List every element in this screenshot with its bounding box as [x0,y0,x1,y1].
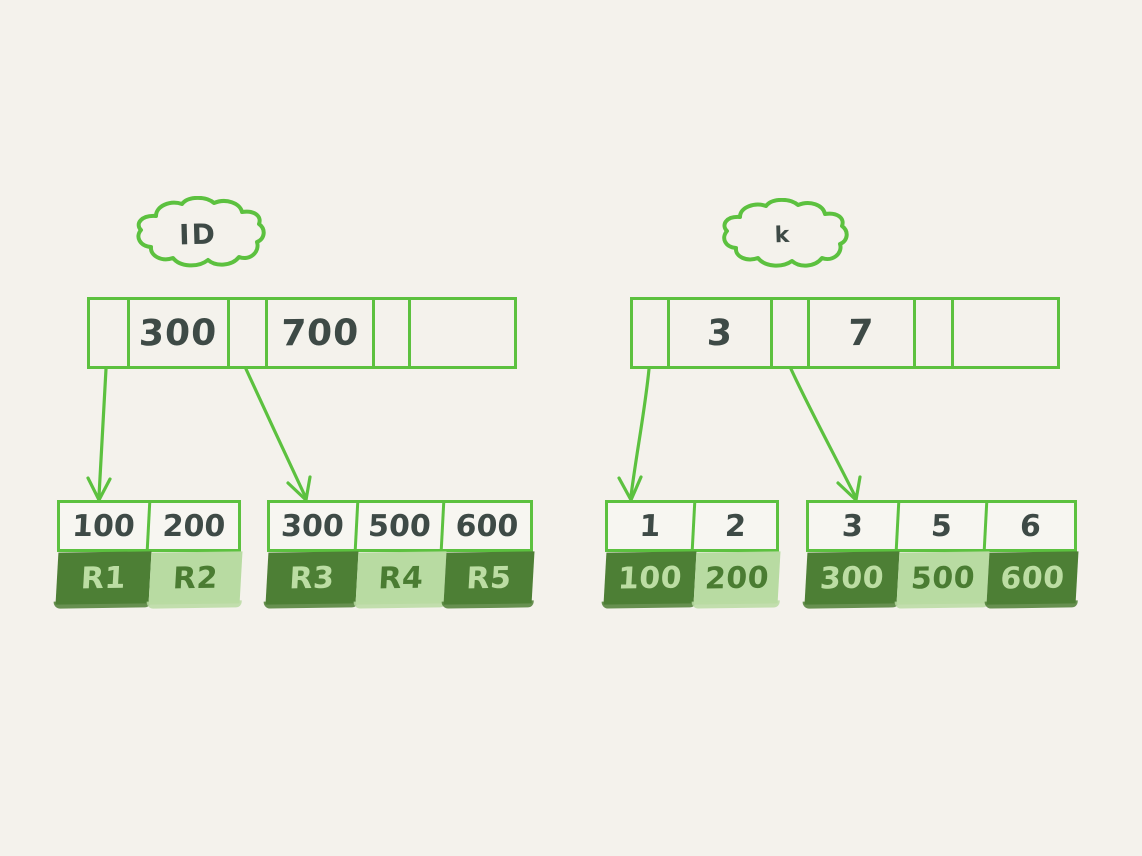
leaf-key-cell[interactable]: 600 [454,508,520,544]
leaf-value-cell[interactable]: 100 [603,551,697,605]
leaf-node-id-2[interactable]: 300 500 600 R3 R4 R5 [265,500,535,605]
leaf-value-cell[interactable]: R4 [355,551,447,605]
cloud-label-id: ID [126,195,270,272]
leaf-key-cell[interactable]: 6 [1019,508,1042,544]
leaf-key-cell[interactable]: 200 [161,508,227,544]
leaf-value-row: R3 R4 R5 [265,551,535,605]
arrow-id-root-to-leaf2-head [286,475,312,502]
index-empty-cell[interactable] [411,300,514,366]
leaf-value-cell[interactable]: 600 [986,551,1079,605]
leaf-value-cell[interactable]: 300 [804,551,900,605]
leaf-key-row: 100 200 [57,500,241,552]
leaf-key-row: 300 500 600 [267,500,533,552]
arrow-id-root-to-leaf2 [244,367,307,498]
leaf-node-k-2[interactable]: 3 5 6 300 500 600 [804,500,1079,605]
index-empty-cell[interactable] [953,300,1058,366]
index-node-k-root[interactable]: 3 7 [630,297,1060,369]
index-pointer-cell-0[interactable] [90,300,130,366]
leaf-key-cell[interactable]: 1 [606,503,697,549]
index-cell-value: 300 [138,312,219,354]
cloud-shape-icon [722,197,849,268]
index-pointer-cell-1[interactable] [230,300,268,366]
cloud-label-k: k [712,197,852,272]
leaf-key-row: 1 2 [605,500,779,552]
index-key-cell-3[interactable]: 3 [669,300,774,366]
leaf-key-cell[interactable]: 100 [58,503,152,549]
index-pointer-cell-0[interactable] [633,300,670,366]
arrow-k-root-to-leaf1 [629,367,651,498]
leaf-node-k-1[interactable]: 1 2 100 200 [603,500,781,605]
index-pointer-cell-2[interactable] [375,300,411,366]
cloud-shape-icon [136,195,266,268]
leaf-key-cell[interactable]: 300 [268,503,360,549]
arrow-id-root-to-leaf1-head [86,476,112,502]
index-key-cell-7[interactable]: 7 [809,300,917,366]
leaf-value-row: 300 500 600 [804,551,1079,605]
index-pointer-cell-1[interactable] [773,300,810,366]
leaf-value-cell[interactable]: R1 [55,551,152,605]
index-cell-value: 7 [847,312,876,354]
arrow-k-root-to-leaf2-head [836,475,862,502]
index-cell-value: 700 [280,312,360,354]
leaf-key-cell[interactable]: 5 [897,503,989,549]
index-pointer-cell-2[interactable] [916,300,954,366]
leaf-value-cell[interactable]: 200 [693,551,781,605]
index-key-cell-700[interactable]: 700 [268,300,375,366]
leaf-value-cell[interactable]: 500 [896,551,990,605]
leaf-value-cell[interactable]: R3 [265,551,359,605]
leaf-key-cell[interactable]: 2 [724,508,747,544]
leaf-key-cell[interactable]: 3 [807,503,901,549]
index-cell-value: 3 [705,312,734,354]
leaf-node-id-1[interactable]: 100 200 R1 R2 [55,500,243,605]
cloud-label-id-text: ID [178,217,218,251]
index-key-cell-300[interactable]: 300 [130,300,230,366]
leaf-value-cell[interactable]: R2 [148,551,243,605]
cloud-label-k-text: k [774,222,790,248]
arrow-k-root-to-leaf1-head [617,475,643,502]
arrow-id-root-to-leaf1 [97,367,108,498]
index-node-id-root[interactable]: 300 700 [87,297,517,369]
leaf-value-row: 100 200 [603,551,781,605]
leaf-key-cell[interactable]: 500 [356,503,446,549]
leaf-value-cell[interactable]: R5 [443,551,535,605]
leaf-value-row: R1 R2 [55,551,243,605]
leaf-key-row: 3 5 6 [806,500,1077,552]
arrow-k-root-to-leaf2 [789,367,857,498]
